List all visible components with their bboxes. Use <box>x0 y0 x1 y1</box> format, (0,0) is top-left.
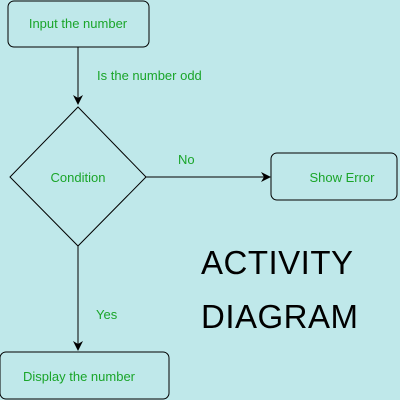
edge-label-is-odd: Is the number odd <box>97 68 202 83</box>
title-line-2: DIAGRAM <box>201 298 359 335</box>
node-condition[interactable]: Condition <box>9 106 147 247</box>
edge-label-yes: Yes <box>96 307 118 322</box>
edge-label-no: No <box>178 152 195 167</box>
title-line-1: ACTIVITY <box>201 244 354 281</box>
node-display[interactable]: Display the number <box>0 351 170 400</box>
node-condition-label: Condition <box>51 170 106 185</box>
node-show-error-label: Show Error <box>309 170 375 185</box>
node-input[interactable]: Input the number <box>7 0 150 48</box>
node-show-error[interactable]: Show Error <box>270 152 398 201</box>
node-display-box <box>0 351 170 400</box>
node-input-label: Input the number <box>29 16 128 31</box>
node-display-label: Display the number <box>23 369 136 384</box>
node-show-error-box <box>270 152 398 201</box>
